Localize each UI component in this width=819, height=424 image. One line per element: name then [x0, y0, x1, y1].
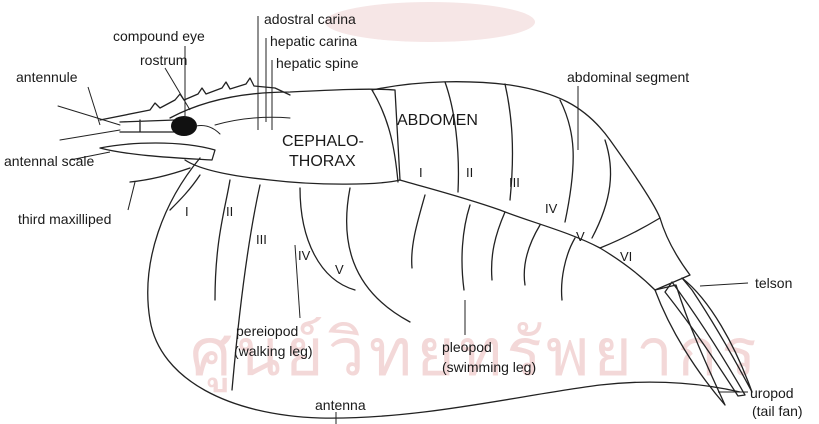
label-antenna: antenna — [315, 397, 366, 413]
abdominal-numeral: VI — [620, 249, 632, 264]
leader-telson — [700, 283, 748, 286]
label-telson: telson — [755, 275, 792, 291]
hepatic-carina-line — [215, 117, 290, 125]
label-antennal-scale: antennal scale — [4, 153, 95, 169]
walking-leg-numeral: III — [256, 232, 267, 247]
abdomen-outline — [372, 82, 660, 248]
segment-divider-4 — [560, 100, 573, 222]
label-antennule: antennule — [16, 69, 78, 85]
walking-leg-numeral: IV — [298, 248, 311, 263]
walking-leg-5 — [347, 188, 410, 322]
label-rostrum: rostrum — [140, 52, 187, 68]
walking-leg-4 — [300, 188, 355, 290]
walking-leg-numeral: II — [226, 204, 233, 219]
segment-divider-5 — [592, 140, 611, 238]
antennal-scale-shape — [100, 143, 215, 160]
walking-leg-numerals: I II III IV V — [185, 204, 344, 277]
abdominal-numeral: I — [419, 165, 423, 180]
eye-stalk — [196, 125, 220, 134]
compound-eye-shape — [171, 116, 197, 136]
label-tail-fan: (tail fan) — [752, 403, 803, 419]
label-abdominal-segment: abdominal segment — [567, 69, 689, 85]
antennule-base — [120, 120, 175, 132]
label-abdomen: ABDOMEN — [397, 112, 478, 129]
antennule-flagellum-lower — [60, 130, 120, 140]
segment-divider-1 — [372, 90, 398, 182]
label-compound-eye: compound eye — [113, 28, 205, 44]
leader-third-maxilliped — [128, 182, 135, 210]
label-uropod: uropod — [750, 385, 794, 401]
abdominal-numerals: I II III IV V VI — [419, 165, 632, 264]
rostrum-shape — [100, 78, 290, 120]
walking-leg-2 — [215, 180, 230, 300]
third-maxilliped-shape — [130, 168, 190, 182]
pleopod-3 — [492, 212, 505, 280]
pleopod-4 — [524, 225, 540, 285]
abdominal-numeral: II — [466, 165, 473, 180]
abdominal-numeral: V — [576, 229, 585, 244]
walking-leg-numeral: V — [335, 262, 344, 277]
label-pereiopod: pereiopod — [236, 323, 298, 339]
label-cephalo: CEPHALO- — [282, 133, 364, 150]
segment-6 — [600, 218, 690, 290]
label-swimming-leg: (swimming leg) — [442, 359, 536, 375]
walking-leg-numeral: I — [185, 204, 189, 219]
label-walking-leg: (walking leg) — [234, 343, 313, 359]
abdominal-numeral: IV — [545, 201, 558, 216]
pleopod-1 — [412, 195, 425, 268]
label-hepatic-spine: hepatic spine — [276, 55, 359, 71]
antennule-flagellum-upper — [58, 106, 120, 125]
label-pleopod: pleopod — [442, 339, 492, 355]
label-third-maxilliped: third maxilliped — [18, 211, 111, 227]
label-thorax: THORAX — [289, 153, 356, 170]
pleopod-2 — [462, 205, 470, 290]
pleopod-5 — [562, 238, 575, 300]
label-adostral-carina: adostral carina — [264, 11, 356, 27]
segment-divider-2 — [445, 82, 458, 192]
leader-antennule — [88, 87, 100, 125]
abdominal-numeral: III — [509, 175, 520, 190]
label-hepatic-carina: hepatic carina — [270, 33, 357, 49]
